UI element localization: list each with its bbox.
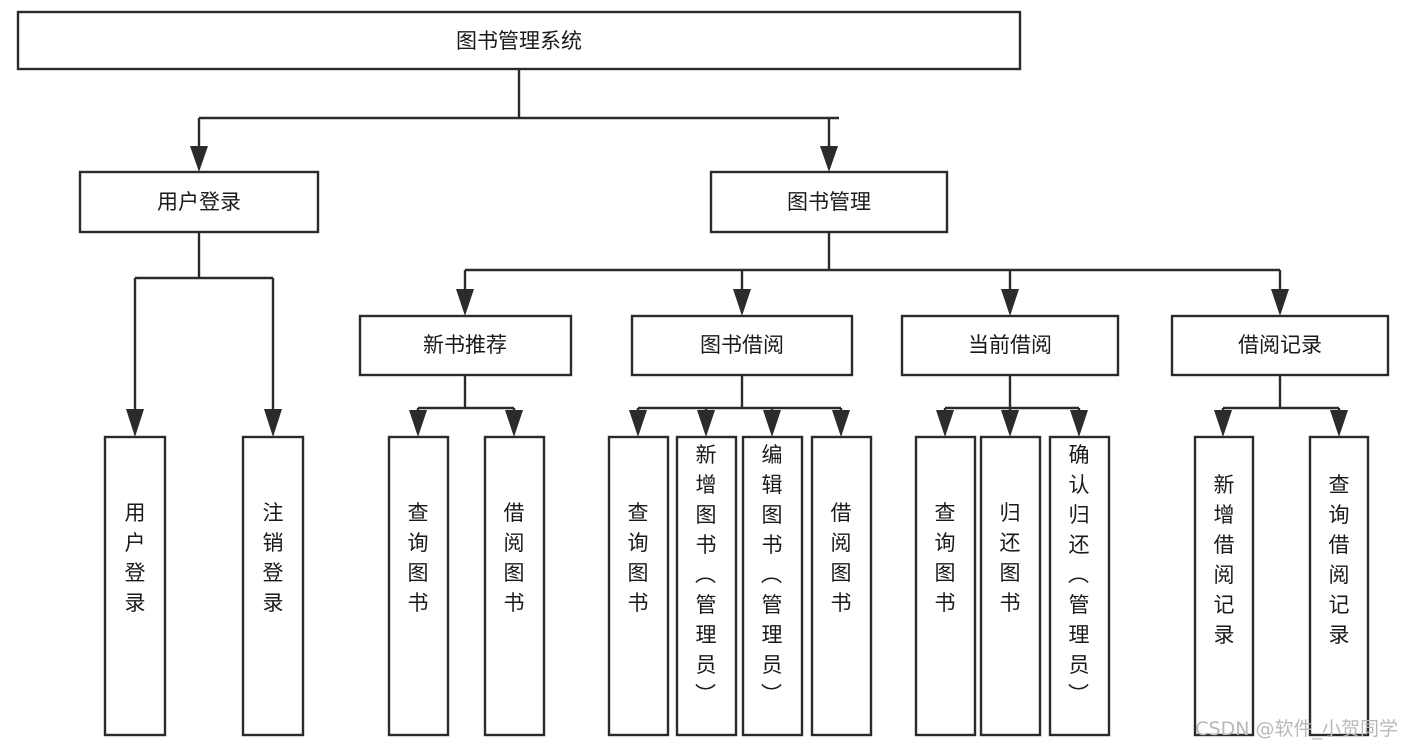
node-root[interactable]: 图书管理系统	[16, 10, 1022, 71]
leaf-confirm-return[interactable]: 确认归还︵管理员︶	[1048, 435, 1111, 737]
node-book-borrow-box[interactable]	[630, 314, 854, 377]
arrow-head-leaf-query-record	[1330, 410, 1348, 437]
arrow-head-leaf-borrow-book-1	[505, 410, 523, 437]
leaf-add-record-label: 新增借阅记录	[1214, 473, 1235, 647]
node-book-borrow[interactable]: 图书借阅	[630, 314, 854, 377]
arrow-head-book-borrow	[733, 289, 751, 316]
node-book-manage-label: 图书管理	[787, 190, 871, 214]
node-current-borrow[interactable]: 当前借阅	[900, 314, 1120, 377]
leaf-borrow-book-2-label: 借阅图书	[831, 501, 852, 615]
arrow-head-leaf-add-book	[697, 410, 715, 437]
node-user-login-label: 用户登录	[157, 190, 241, 214]
node-new-book-recommend[interactable]: 新书推荐	[358, 314, 573, 377]
leaf-borrow-book-2[interactable]: 借阅图书	[810, 435, 873, 737]
arrow-head-book-manage	[820, 146, 838, 172]
leaf-query-record-box[interactable]	[1308, 435, 1370, 737]
leaf-add-record[interactable]: 新增借阅记录	[1193, 435, 1255, 737]
leaf-borrow-book-2-box[interactable]	[810, 435, 873, 737]
arrow-head-leaf-query-book-2	[629, 410, 647, 437]
leaf-logout-login-box[interactable]	[241, 435, 305, 737]
leaf-user-login[interactable]: 用户登录	[103, 435, 167, 737]
node-new-book-recommend-box[interactable]	[358, 314, 573, 377]
leaf-borrow-book-1[interactable]: 借阅图书	[483, 435, 546, 737]
arrow-head-user-login	[190, 146, 208, 172]
leaf-query-book-2-box[interactable]	[607, 435, 670, 737]
node-borrow-record-box[interactable]	[1170, 314, 1390, 377]
leaf-add-record-box[interactable]	[1193, 435, 1255, 737]
leaf-query-book-1[interactable]: 查询图书	[387, 435, 450, 737]
arrow-head-leaf-edit-book	[763, 410, 781, 437]
leaf-logout-login[interactable]: 注销登录	[241, 435, 305, 737]
node-borrow-record-label: 借阅记录	[1238, 333, 1322, 357]
arrow-head-new-book-recommend	[456, 289, 474, 316]
leaf-borrow-book-1-label: 借阅图书	[504, 501, 525, 615]
leaf-confirm-return-label: 确认归还︵管理员︶	[1068, 443, 1090, 707]
arrow-head-current-borrow	[1001, 289, 1019, 316]
leaf-return-book-label: 归还图书	[1000, 501, 1021, 615]
leaf-return-book[interactable]: 归还图书	[979, 435, 1042, 737]
leaf-query-record-label: 查询借阅记录	[1329, 473, 1350, 647]
arrow-head-borrow-record	[1271, 289, 1289, 316]
leaf-query-record[interactable]: 查询借阅记录	[1308, 435, 1370, 737]
node-user-login-box[interactable]	[78, 170, 320, 234]
node-current-borrow-label: 当前借阅	[968, 333, 1052, 357]
node-borrow-record[interactable]: 借阅记录	[1170, 314, 1390, 377]
leaf-user-login-label: 用户登录	[125, 501, 146, 615]
leaf-edit-book-box[interactable]	[741, 435, 804, 737]
node-current-borrow-box[interactable]	[900, 314, 1120, 377]
leaf-add-book[interactable]: 新增图书︵管理员︶	[675, 435, 738, 737]
node-new-book-recommend-label: 新书推荐	[423, 333, 507, 357]
leaf-query-book-3-label: 查询图书	[935, 501, 956, 615]
leaf-confirm-return-box[interactable]	[1048, 435, 1111, 737]
csdn-watermark: CSDN @软件_小贺同学	[1195, 718, 1398, 740]
arrow-head-leaf-confirm-return	[1070, 410, 1088, 437]
arrow-head-leaf-query-book-1	[409, 410, 427, 437]
node-root-box[interactable]	[16, 10, 1022, 71]
leaf-edit-book[interactable]: 编辑图书︵管理员︶	[741, 435, 804, 737]
node-root-label: 图书管理系统	[456, 29, 582, 53]
arrow-head-leaf-add-record	[1214, 410, 1232, 437]
leaf-add-book-label: 新增图书︵管理员︶	[695, 443, 717, 707]
leaf-query-book-3-box[interactable]	[914, 435, 977, 737]
leaf-query-book-3[interactable]: 查询图书	[914, 435, 977, 737]
arrow-head-leaf-borrow-book-2	[832, 410, 850, 437]
leaf-query-book-2-label: 查询图书	[628, 501, 649, 615]
arrow-head-leaf-logout-login	[264, 409, 282, 437]
node-user-login[interactable]: 用户登录	[78, 170, 320, 234]
arrow-head-leaf-query-book-3	[936, 410, 954, 437]
leaf-borrow-book-1-box[interactable]	[483, 435, 546, 737]
node-book-manage[interactable]: 图书管理	[709, 170, 949, 234]
arrow-head-leaf-user-login	[126, 409, 144, 437]
leaf-return-book-box[interactable]	[979, 435, 1042, 737]
node-book-manage-box[interactable]	[709, 170, 949, 234]
leaf-query-book-1-label: 查询图书	[408, 501, 429, 615]
leaf-logout-login-label: 注销登录	[263, 501, 284, 615]
node-book-borrow-label: 图书借阅	[700, 333, 784, 357]
leaf-edit-book-label: 编辑图书︵管理员︶	[761, 443, 783, 707]
leaf-add-book-box[interactable]	[675, 435, 738, 737]
leaf-query-book-1-box[interactable]	[387, 435, 450, 737]
arrow-head-leaf-return-book	[1001, 410, 1019, 437]
leaf-query-book-2[interactable]: 查询图书	[607, 435, 670, 737]
leaf-user-login-box[interactable]	[103, 435, 167, 737]
